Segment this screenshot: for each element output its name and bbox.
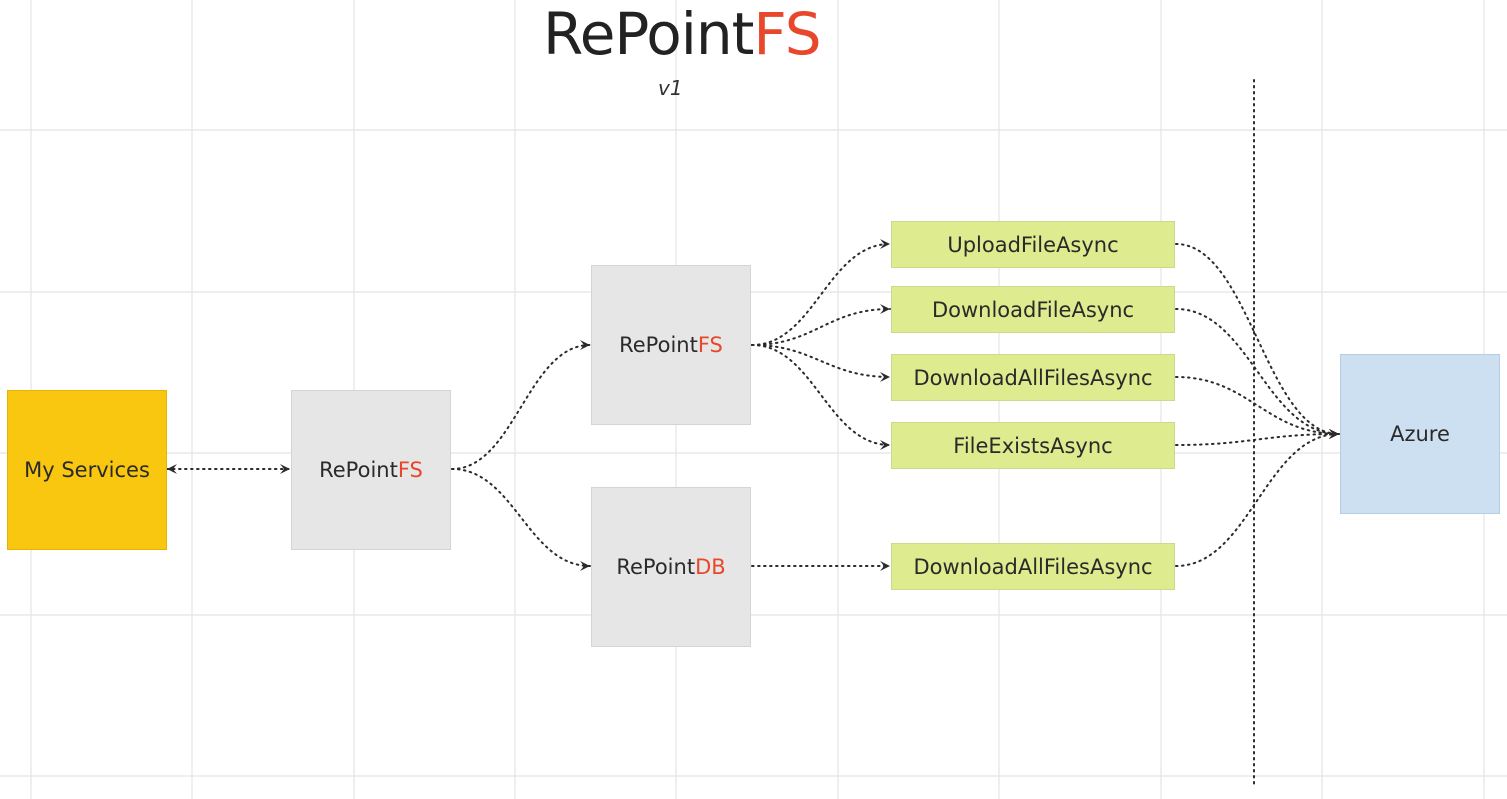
diagram-version: v1 [658,76,683,100]
node-label-accent: DB [695,555,726,579]
node-label-accent: FS [397,458,423,482]
node-label-main: RePoint [619,333,698,357]
node-label: DownloadAllFilesAsync [913,554,1153,579]
node-file-exists-async[interactable]: FileExistsAsync [891,422,1175,469]
connector-db_download_all_files-to-azure [1175,429,1340,567]
node-label: FileExistsAsync [953,433,1113,458]
node-upload-file-async[interactable]: UploadFileAsync [891,221,1175,268]
connector-repoint_fs-to-repoint_fs_inner [451,340,591,470]
connector-file_exists-to-azure [1175,429,1340,446]
node-label: My Services [24,458,150,482]
node-label-main: RePoint [319,458,398,482]
node-label: UploadFileAsync [947,232,1119,257]
connector-repoint_fs_inner-to-upload_file [751,239,891,346]
connector-repoint_fs_inner-to-file_exists [751,344,891,450]
node-label-accent: FS [697,333,723,357]
connector-download_file-to-azure [1175,308,1340,439]
connector-repoint_fs_inner-to-download_all_files [751,344,891,382]
node-label: Azure [1390,422,1450,446]
node-db-download-all-files-async[interactable]: DownloadAllFilesAsync [891,543,1175,590]
node-my-services[interactable]: My Services [7,390,167,550]
connector-repoint_fs_inner-to-download_file [751,304,891,346]
node-azure[interactable]: Azure [1340,354,1500,514]
title-accent: FS [753,0,821,68]
connector-upload_file-to-azure [1175,243,1340,439]
connector-repoint_fs-to-repoint_db [451,468,591,571]
node-download-all-files-async[interactable]: DownloadAllFilesAsync [891,354,1175,401]
connector-download_all_files-to-azure [1175,376,1340,439]
title-main: RePoint [543,0,754,68]
node-label: DownloadFileAsync [931,297,1135,322]
node-label-main: RePoint [616,555,696,579]
diagram-title: RePointFS [543,0,822,68]
node-label: DownloadAllFilesAsync [913,365,1153,390]
node-download-file-async[interactable]: DownloadFileAsync [891,286,1175,333]
